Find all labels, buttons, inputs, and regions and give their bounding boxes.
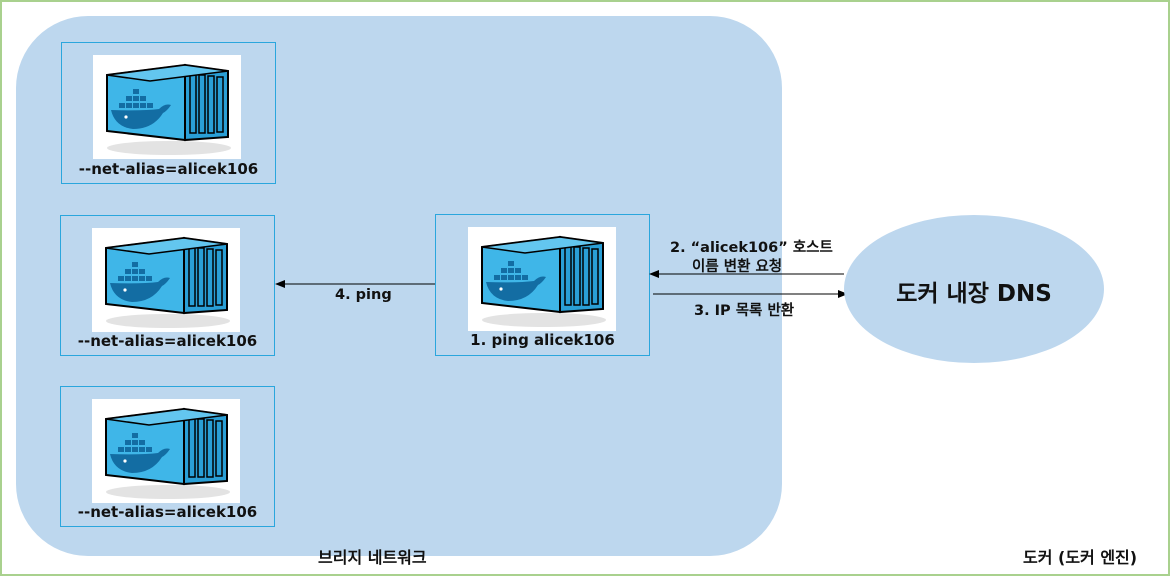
docker-engine-label: 도커 (도커 엔진)	[1023, 548, 1138, 567]
ping-arrow-label: 4. ping	[335, 287, 392, 303]
request-label-line1: 2. “alicek106” 호스트	[670, 240, 833, 256]
docker-container-icon	[481, 235, 606, 327]
ping-command-label: 1. ping alicek106	[470, 331, 615, 349]
docker-container-icon	[105, 236, 230, 328]
docker-container-icon	[106, 63, 231, 155]
docker-container-icon	[105, 407, 230, 499]
container-middle: --net-alias=alicek106	[60, 215, 275, 356]
container-top: --net-alias=alicek106	[61, 42, 276, 184]
docker-dns: 도커 내장 DNS	[844, 215, 1104, 363]
net-alias-label: --net-alias=alicek106	[77, 503, 258, 521]
container-caller: 1. ping alicek106	[435, 214, 650, 356]
dns-label: 도커 내장 DNS	[896, 281, 1052, 307]
container-bottom: --net-alias=alicek106	[60, 386, 275, 527]
net-alias-label: --net-alias=alicek106	[78, 160, 259, 178]
bridge-network-label: 브리지 네트워크	[318, 548, 427, 567]
response-label: 3. IP 목록 반환	[694, 303, 795, 319]
request-label-line2: 이름 변환 요청	[692, 259, 783, 275]
net-alias-label: --net-alias=alicek106	[77, 332, 258, 350]
